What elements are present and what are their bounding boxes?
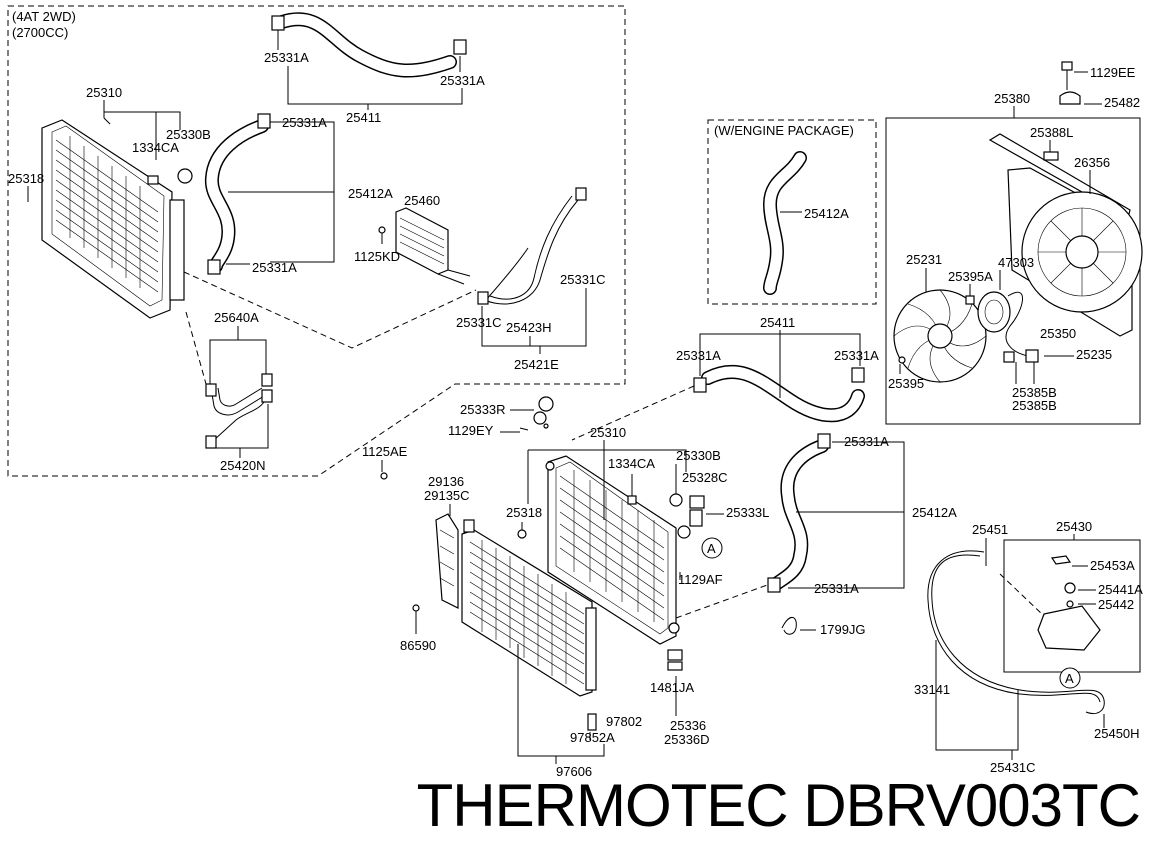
label-25331A-1: 25331A bbox=[264, 50, 309, 65]
label-25331A-4: 25331A bbox=[252, 260, 297, 275]
label-25331C-2: 25331C bbox=[456, 315, 502, 330]
label-33141: 33141 bbox=[914, 682, 950, 697]
oil-cooler-25460 bbox=[378, 207, 471, 285]
label-25231: 25231 bbox=[906, 252, 942, 267]
fan-motor-25350 bbox=[898, 291, 1039, 364]
label-25423H: 25423H bbox=[506, 320, 552, 335]
hose-25420N bbox=[205, 373, 273, 449]
hose-25412A-mid bbox=[767, 433, 831, 593]
label-25411-mid: 25411 bbox=[760, 315, 795, 330]
condenser bbox=[461, 529, 597, 731]
label-25640A: 25640A bbox=[214, 310, 259, 325]
label-25235: 25235 bbox=[1076, 347, 1112, 362]
hose-25421E bbox=[477, 187, 587, 305]
variant-frame bbox=[7, 5, 626, 477]
label-97802: 97802 bbox=[606, 714, 642, 729]
label-25333L: 25333L bbox=[726, 505, 769, 520]
label-25380: 25380 bbox=[994, 91, 1030, 106]
label-1125KD: 1125KD bbox=[354, 249, 400, 264]
cap-parts-mid bbox=[517, 423, 705, 539]
label-25328C: 25328C bbox=[682, 470, 728, 485]
hose-25412A-top bbox=[204, 113, 271, 275]
label-25318-mid: 25318 bbox=[506, 505, 542, 520]
label-25395: 25395 bbox=[888, 376, 924, 391]
label-1129AF: 1129AF bbox=[678, 572, 723, 587]
label-25395A: 25395A bbox=[948, 269, 993, 284]
label-25411-top: 25411 bbox=[346, 110, 381, 125]
label-25331A-6: 25331A bbox=[834, 348, 879, 363]
fan-shroud-frame bbox=[885, 117, 1141, 425]
label-1125AE: 1125AE bbox=[362, 444, 408, 459]
label-1334CA-mid: 1334CA bbox=[608, 456, 655, 471]
overflow-hose bbox=[927, 550, 1105, 714]
label-1481JA: 1481JA bbox=[650, 680, 694, 695]
label-86590: 86590 bbox=[400, 638, 436, 653]
label-25430: 25430 bbox=[1056, 519, 1092, 534]
label-1129EE: 1129EE bbox=[1090, 65, 1136, 80]
label-25350: 25350 bbox=[1040, 326, 1076, 341]
label-97606: 97606 bbox=[556, 764, 592, 779]
label-25450H: 25450H bbox=[1094, 726, 1140, 741]
air-guard-29136 bbox=[435, 513, 475, 609]
label-25453A: 25453A bbox=[1090, 558, 1135, 573]
mount-parts bbox=[667, 649, 683, 671]
radiator-mid bbox=[545, 455, 680, 645]
sensor-25333R bbox=[533, 396, 554, 425]
callout-a-1 bbox=[701, 537, 723, 559]
variant-label-2: (2700CC) bbox=[12, 25, 68, 40]
label-25385B-1: 25385B bbox=[1012, 385, 1057, 400]
fan-shroud bbox=[988, 133, 1143, 337]
label-25388L: 25388L bbox=[1030, 125, 1073, 140]
label-25431C: 25431C bbox=[990, 760, 1036, 775]
label-25336: 25336 bbox=[670, 718, 706, 733]
callout-a-label-1: A bbox=[707, 541, 716, 556]
reservoir-tank bbox=[1037, 555, 1101, 651]
hose-25411-mid bbox=[693, 364, 865, 423]
label-29136: 29136 bbox=[428, 474, 464, 489]
label-25420N: 25420N bbox=[220, 458, 266, 473]
label-25331A-2: 25331A bbox=[440, 73, 485, 88]
label-25412A-inset: 25412A bbox=[804, 206, 849, 221]
label-25318-top: 25318 bbox=[8, 171, 44, 186]
label-25330B-mid: 25330B bbox=[676, 448, 721, 463]
inset-frame bbox=[707, 119, 877, 305]
callout-a-2 bbox=[1059, 667, 1081, 689]
label-25412A-top: 25412A bbox=[348, 186, 393, 201]
fan-blade-25231 bbox=[893, 289, 987, 383]
label-25310-top: 25310 bbox=[86, 85, 122, 100]
callout-a-label-2: A bbox=[1065, 671, 1074, 686]
label-25310-mid: 25310 bbox=[590, 425, 626, 440]
label-25460: 25460 bbox=[404, 193, 440, 208]
bolt-1129EE bbox=[1059, 61, 1081, 105]
label-1129EY: 1129EY bbox=[448, 423, 494, 438]
label-25442: 25442 bbox=[1098, 597, 1134, 612]
brand-part-number: THERMOTEC DBRV003TC bbox=[416, 772, 1141, 839]
label-26356: 26356 bbox=[1074, 155, 1110, 170]
label-47303: 47303 bbox=[998, 255, 1034, 270]
clip-1799JG bbox=[781, 617, 797, 635]
label-1799JG: 1799JG bbox=[820, 622, 866, 637]
label-25441A: 25441A bbox=[1098, 582, 1143, 597]
label-25421E: 25421E bbox=[514, 357, 559, 372]
variant-label-1: (4AT 2WD) bbox=[12, 9, 76, 24]
radiator-top bbox=[41, 119, 193, 319]
label-25331C-1: 25331C bbox=[560, 272, 606, 287]
label-25412A-mid: 25412A bbox=[912, 505, 957, 520]
label-97852A: 97852A bbox=[570, 730, 615, 745]
label-25451: 25451 bbox=[972, 522, 1008, 537]
label-25482: 25482 bbox=[1104, 95, 1140, 110]
label-25385B-2: 25385B bbox=[1012, 398, 1057, 413]
label-29135C: 29135C bbox=[424, 488, 470, 503]
label-25330B-top: 25330B bbox=[166, 127, 211, 142]
inset-title: (W/ENGINE PACKAGE) bbox=[714, 123, 854, 138]
label-25336D: 25336D bbox=[664, 732, 710, 747]
label-1334CA-top: 1334CA bbox=[132, 140, 179, 155]
label-25333R: 25333R bbox=[460, 402, 506, 417]
hose-25412A-inset bbox=[763, 151, 807, 295]
label-25331A-5: 25331A bbox=[676, 348, 721, 363]
